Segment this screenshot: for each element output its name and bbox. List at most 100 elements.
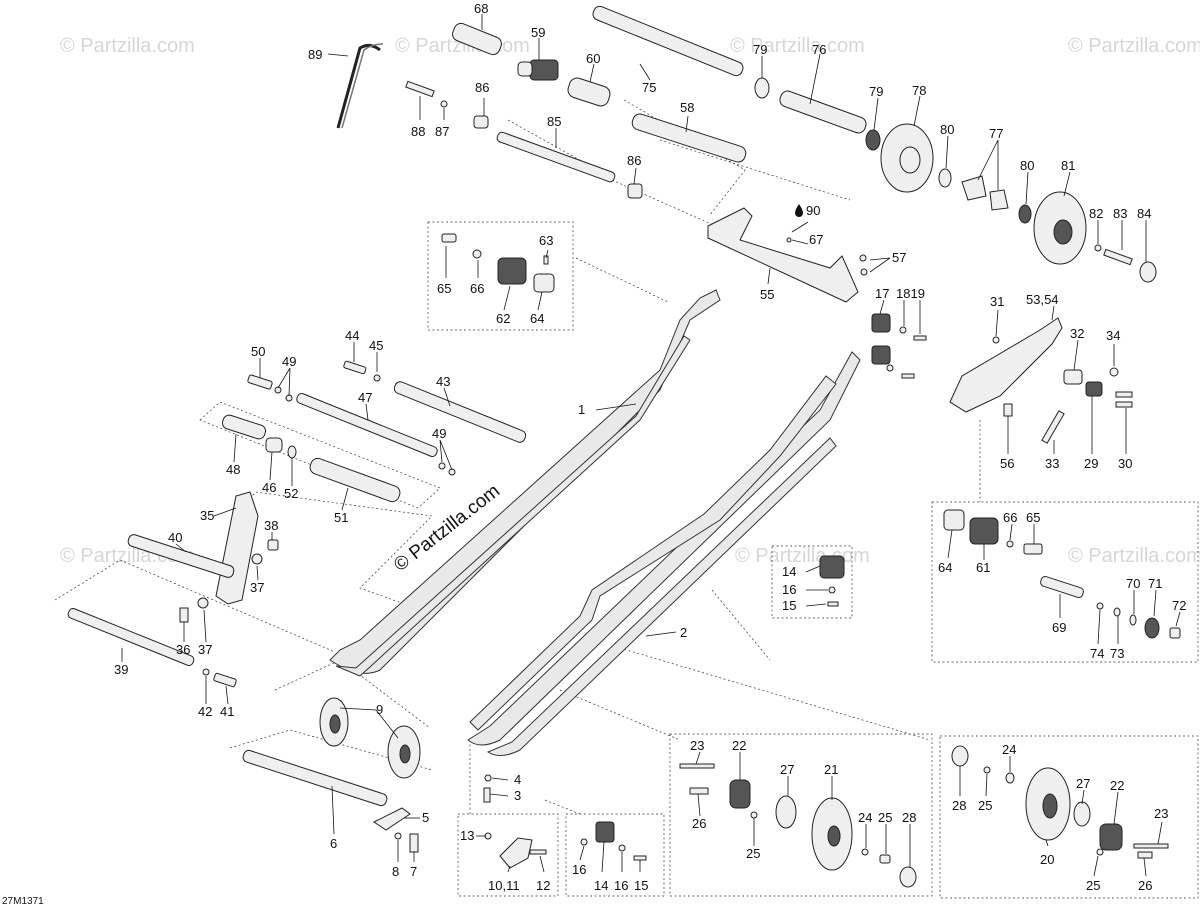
left-assembly [67,360,527,853]
callout-32: 32 [1070,326,1084,341]
callout-25: 25 [1086,878,1100,893]
callout-28: 28 [902,810,916,825]
callout-1: 1 [578,402,585,417]
callout-73: 73 [1110,646,1124,661]
leader-lines [54,99,981,815]
callout-87: 87 [435,124,449,139]
callout-67: 67 [809,232,823,247]
callout-58: 58 [680,100,694,115]
callout-17: 17 [875,286,889,301]
rivets [483,774,492,803]
callout-80: 80 [1020,158,1034,173]
callout-70: 70 [1126,576,1140,591]
callout-84: 84 [1137,206,1151,221]
callout-29: 29 [1084,456,1098,471]
callout-24: 24 [1002,742,1016,757]
bracket-group [484,832,547,869]
callout-21: 21 [824,762,838,777]
callout-3: 3 [514,788,521,803]
callout-66: 66 [1003,510,1017,525]
callout-79: 79 [869,84,883,99]
callout-52: 52 [284,486,298,501]
callout-5: 5 [422,810,429,825]
callout-40: 40 [168,530,182,545]
callout-16: 16 [782,582,796,597]
slider-group-mid [819,555,845,607]
callout-22: 22 [1110,778,1124,793]
callout-26: 26 [692,816,706,831]
watermark-text: © Partzilla.com [1068,35,1200,57]
callout-14: 14 [594,878,608,893]
callout-76: 76 [812,42,826,57]
callout-26: 26 [1138,878,1152,893]
callout-22: 22 [732,738,746,753]
callout-85: 85 [547,114,561,129]
bearing-group-top [441,233,555,293]
callout-42: 42 [198,704,212,719]
wheel-group-20 [951,745,1169,859]
callout-25: 25 [978,798,992,813]
callout-64: 64 [530,311,544,326]
callout-71: 71 [1148,576,1162,591]
callout-51: 51 [334,510,348,525]
slider-blocks [871,313,927,379]
callout-65: 65 [1026,510,1040,525]
callout-83: 83 [1113,206,1127,221]
callout-74: 74 [1090,646,1104,661]
callout-49: 49 [432,426,446,441]
bearing-group-right [943,509,1181,639]
callout-82: 82 [1089,206,1103,221]
callout-24: 24 [858,810,872,825]
callout-36: 36 [176,642,190,657]
callout-16: 16 [572,862,586,877]
callout-37: 37 [250,580,264,595]
upper-assembly [336,5,1157,303]
callout-15: 15 [782,598,796,613]
callout-14: 14 [782,564,796,579]
callout-61: 61 [976,560,990,575]
callout-6: 6 [330,836,337,851]
callout-66: 66 [470,281,484,296]
callout-35: 35 [200,508,214,523]
callout-62: 62 [496,311,510,326]
callout-31: 31 [990,294,1004,309]
callout-15: 15 [634,878,648,893]
callout-27: 27 [780,762,794,777]
callout-13: 13 [460,828,474,843]
diagram-code: 27M1371 [2,896,44,907]
callout-12: 12 [536,878,550,893]
slider-group-low [580,821,647,861]
callout-72: 72 [1172,598,1186,613]
callout-33: 33 [1045,456,1059,471]
callout-60: 60 [586,51,600,66]
callout-23: 23 [690,738,704,753]
callout-56: 56 [1000,456,1014,471]
callout-30: 30 [1118,456,1132,471]
callout-45: 45 [369,338,383,353]
callout-8: 8 [392,864,399,879]
callout-23: 23 [1154,806,1168,821]
watermark-text: © Partzilla.com [730,35,865,57]
callout-86: 86 [475,80,489,95]
callout-64: 64 [938,560,952,575]
callout-25: 25 [878,810,892,825]
rails [329,289,861,756]
callout-47: 47 [358,390,372,405]
callout-43: 43 [436,374,450,389]
callout-27: 27 [1076,776,1090,791]
lubricant-drop-icon [795,204,803,217]
callout-57: 57 [892,250,906,265]
callout-34: 34 [1106,328,1120,343]
callout-2: 2 [680,625,687,640]
callout-69: 69 [1052,620,1066,635]
callout-50: 50 [251,344,265,359]
callout-37: 37 [198,642,212,657]
callout-53-54: 53,54 [1026,292,1059,307]
callout-25: 25 [746,846,760,861]
right-upper-assembly [949,317,1133,444]
watermark-text: © Partzilla.com [1068,545,1200,567]
callout-90: 90 [806,203,820,218]
